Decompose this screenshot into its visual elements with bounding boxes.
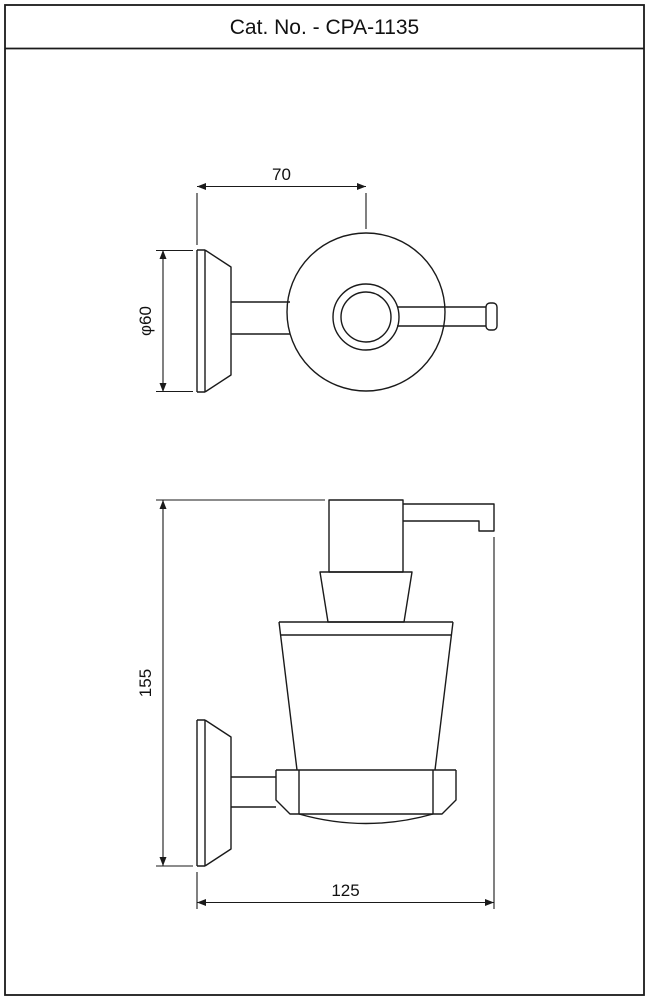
arrowhead-70-right: [357, 183, 366, 190]
dimension-front-height: 155: [136, 499, 325, 867]
top-view: [196, 232, 498, 393]
wall-flange-top-view: [196, 249, 232, 393]
front-view: [196, 499, 495, 867]
dim-label-phi60: φ60: [136, 306, 155, 336]
arrowhead-125-left: [197, 899, 206, 906]
pump-collar-outer-circle: [332, 283, 400, 351]
arrowhead-phi60-top: [159, 250, 167, 259]
dim-label-155: 155: [136, 669, 155, 697]
arrowhead-phi60-bottom: [159, 383, 167, 392]
pump-head: [328, 499, 404, 573]
dimension-front-depth: 125: [196, 537, 495, 909]
mounting-arm-front-view: [231, 776, 276, 808]
arrowhead-125-right: [485, 899, 494, 906]
dim-label-125: 125: [331, 881, 359, 900]
extension-lines-155: [156, 499, 325, 867]
mounting-arm-top-view: [231, 301, 290, 335]
arrowhead-155-top: [159, 500, 167, 509]
arrowhead-70-left: [197, 183, 206, 190]
dimension-top-diameter: φ60: [136, 249, 193, 393]
dimension-top-width: 70: [196, 165, 367, 245]
glass-bottom-arc: [298, 813, 434, 825]
wall-flange-front-view: [196, 719, 232, 867]
holder-ring: [275, 769, 457, 815]
pump-collar-inner-circle: [340, 291, 392, 343]
arrowhead-155-bottom: [159, 857, 167, 866]
pump-collar: [319, 571, 413, 623]
pump-lever-top-view: [397, 306, 486, 327]
catalog-number: Cat. No. - CPA-1135: [230, 16, 419, 39]
page-border: [4, 4, 645, 996]
dim-label-70: 70: [272, 165, 291, 184]
extension-lines-phi60: [156, 249, 193, 393]
dispenser-body-circle: [286, 232, 446, 392]
lever-end-cap: [485, 302, 498, 331]
glass-bottle: [278, 621, 454, 771]
extension-lines-70: [196, 193, 367, 245]
pump-spout: [403, 503, 495, 532]
extension-lines-125: [196, 537, 495, 909]
